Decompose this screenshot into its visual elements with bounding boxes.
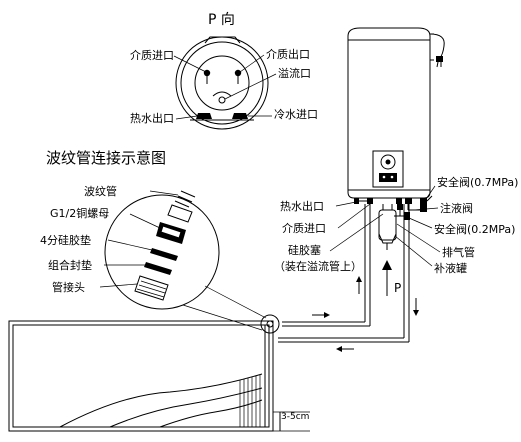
label-makeup-tank: 补液罐	[434, 261, 467, 275]
detail-title: 波纹管连接示意图	[46, 149, 166, 167]
connection-point	[260, 314, 280, 334]
overflow-port	[218, 96, 226, 104]
label-relief-high: 安全阀(0.7MPa)	[437, 175, 518, 189]
label-vent-pipe: 排气管	[442, 245, 475, 259]
pipework	[278, 204, 419, 352]
control-panel	[372, 150, 404, 188]
label-gap: 3-5cm	[281, 412, 309, 422]
label-gasket: 4分硅胶垫	[40, 233, 91, 247]
detail-magnifier	[104, 194, 220, 310]
pipe-fitting	[134, 275, 169, 301]
p-view: P 向 介质进口 介质出口 溢流口 热水出口 冷水进口	[130, 12, 318, 130]
bellows-detail: 波纹管连接示意图 波纹管 G1/2铜螺母 4分硅胶垫 组合封垫	[40, 149, 267, 331]
solar-collector: 3-5cm	[8, 314, 310, 432]
label-medium-in: 介质进口	[130, 49, 174, 62]
p-direction-marker: P	[382, 260, 401, 296]
label-overflow: 溢流口	[278, 66, 311, 80]
p-marker-label: P	[394, 281, 401, 295]
label-combo-seal: 组合封垫	[48, 258, 92, 272]
label-medium-in-heater: 介质进口	[282, 222, 326, 235]
label-hot-out: 热水出口	[130, 111, 174, 125]
gap-dimension: 3-5cm	[273, 411, 310, 432]
label-plug-1: 硅胶塞	[288, 243, 321, 257]
water-heater: P 安全阀(0.7MPa) 注液阀 安全阀(0.2MPa) 排气管 补液罐 热水…	[274, 27, 518, 296]
label-fitting: 管接头	[52, 280, 85, 294]
bellows-pipe	[167, 190, 196, 223]
valve-cluster	[394, 204, 410, 220]
combo-seal	[144, 262, 172, 275]
label-plug-2: （装在溢流管上）	[274, 259, 362, 273]
flow-arrows	[312, 276, 419, 352]
power-cord	[429, 33, 445, 59]
makeup-tank	[378, 204, 397, 250]
p-view-title: P 向	[208, 12, 235, 28]
label-fill-valve: 注液阀	[440, 201, 473, 215]
label-bellows: 波纹管	[84, 184, 117, 198]
label-cold-in: 冷水进口	[274, 108, 318, 121]
label-nut: G1/2铜螺母	[50, 206, 109, 220]
label-hot-out-heater: 热水出口	[280, 199, 324, 213]
silicone-gasket	[150, 248, 178, 261]
left-foot	[196, 113, 212, 119]
label-medium-out: 介质出口	[266, 47, 310, 61]
label-relief-low: 安全阀(0.2MPa)	[434, 222, 515, 236]
right-foot	[232, 113, 248, 119]
